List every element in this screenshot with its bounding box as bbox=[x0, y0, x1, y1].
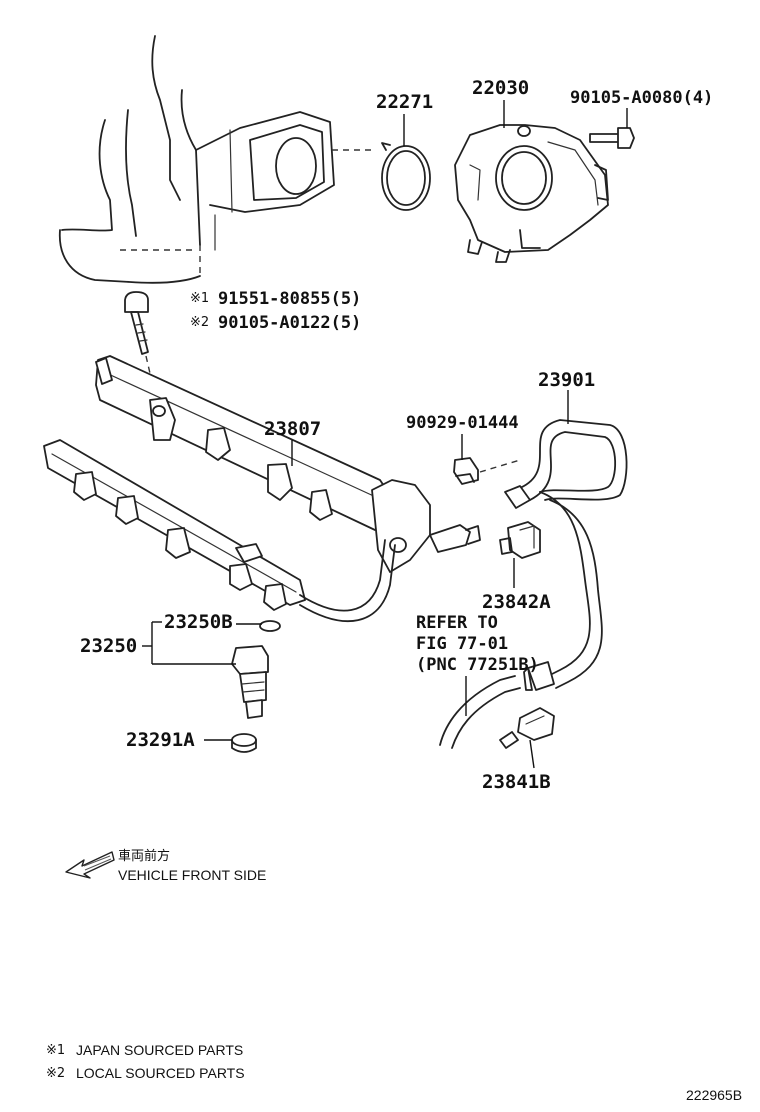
crossover-hose-drawing bbox=[299, 539, 396, 623]
fuel-rail-23807-drawing bbox=[95, 355, 481, 573]
vehicle-front-text: VEHICLE FRONT SIDE bbox=[118, 867, 266, 883]
label-90929: 90929-01444 bbox=[406, 413, 519, 433]
gasket-22271-drawing bbox=[381, 114, 431, 211]
refer-hose-stub-drawing bbox=[439, 675, 521, 749]
label-23250: 23250 bbox=[80, 635, 137, 657]
label-22030: 22030 bbox=[472, 77, 529, 99]
refer-line-3: (PNC 77251B) bbox=[416, 655, 539, 675]
legend-note-1: JAPAN SOURCED PARTS bbox=[76, 1042, 243, 1058]
vehicle-front-japanese: 車両前方 bbox=[118, 848, 170, 864]
label-22271: 22271 bbox=[376, 91, 433, 113]
legend-marker-1: ※1 bbox=[46, 1043, 65, 1058]
legend-note-2: LOCAL SOURCED PARTS bbox=[76, 1065, 245, 1081]
label-23250b: 23250B bbox=[164, 611, 233, 633]
marker-2: ※2 bbox=[190, 315, 209, 330]
bracket-23250-group bbox=[142, 621, 236, 665]
arrow-left-icon bbox=[65, 851, 115, 879]
clip-90929-drawing bbox=[453, 434, 521, 485]
label-23901: 23901 bbox=[538, 369, 595, 391]
label-23841b: 23841B bbox=[482, 771, 551, 793]
connector-23842a-drawing bbox=[499, 521, 541, 588]
intake-manifold-drawing bbox=[58, 35, 372, 284]
bolt-a0080-drawing bbox=[589, 108, 635, 149]
label-90105-a0122: 90105-A0122(5) bbox=[218, 313, 361, 333]
refer-line-2: FIG 77-01 bbox=[416, 634, 508, 654]
figure-id: 222965B bbox=[686, 1087, 742, 1103]
label-91551: 91551-80855(5) bbox=[218, 289, 361, 309]
legend-marker-2: ※2 bbox=[46, 1066, 65, 1081]
fuel-hose-23901-drawing bbox=[504, 390, 628, 691]
refer-line-1: REFER TO bbox=[416, 613, 498, 633]
injector-23250-drawing bbox=[231, 620, 281, 719]
label-23807: 23807 bbox=[264, 418, 321, 440]
label-90105-a0080: 90105-A0080(4) bbox=[570, 88, 713, 108]
label-23291a: 23291A bbox=[126, 729, 195, 751]
marker-1: ※1 bbox=[190, 291, 209, 306]
throttle-body-22030-drawing bbox=[454, 100, 609, 263]
fuel-rail-lower-drawing bbox=[43, 439, 306, 611]
connector-23841b-drawing bbox=[499, 707, 555, 769]
cushion-23291a-drawing bbox=[204, 733, 257, 753]
label-23842a: 23842A bbox=[482, 591, 551, 613]
